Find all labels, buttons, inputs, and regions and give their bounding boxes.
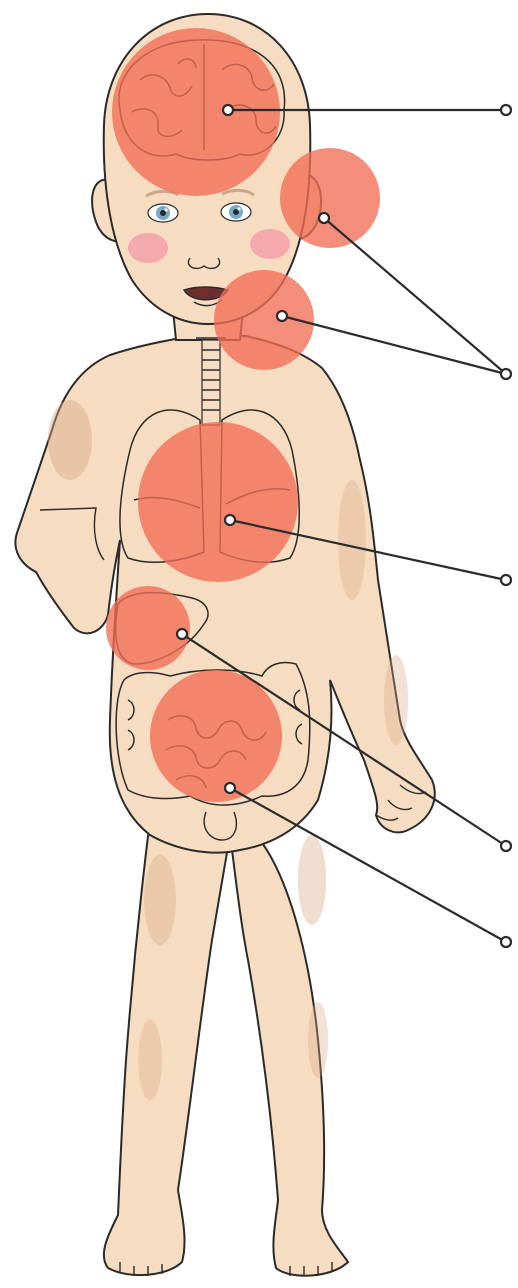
- shade-right-arm: [384, 655, 408, 745]
- highlight-brain: [112, 28, 280, 196]
- highlight-ear: [280, 148, 380, 248]
- left-cheek: [128, 233, 168, 263]
- highlight-lungs: [138, 422, 298, 582]
- left-eye: [148, 204, 178, 222]
- highlight-liver: [106, 586, 190, 670]
- shade-left-thigh: [144, 855, 176, 945]
- right-eye: [221, 203, 251, 221]
- right-leg: [230, 835, 348, 1276]
- shade-shoulder: [48, 400, 92, 480]
- highlight-intestines: [150, 670, 282, 802]
- shade-left-shin: [138, 1020, 162, 1100]
- right-cheek: [250, 229, 290, 259]
- shade-right-thigh: [298, 835, 326, 925]
- shade-right-side: [338, 480, 366, 600]
- shade-right-shin: [308, 1002, 328, 1078]
